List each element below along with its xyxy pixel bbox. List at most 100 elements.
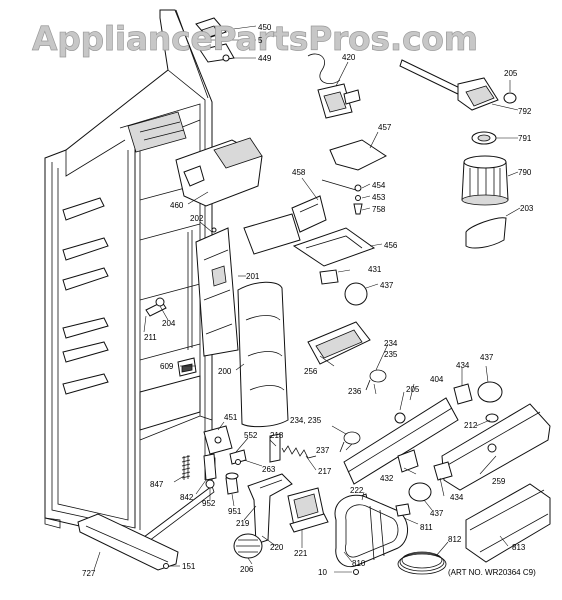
- callout-5: 5: [258, 36, 263, 45]
- callout-202: 202: [190, 214, 204, 223]
- plate-457: [329, 139, 387, 171]
- clip-237: [339, 431, 361, 453]
- filter-cartridge-790: [461, 155, 509, 206]
- callout-431: 431: [368, 265, 382, 274]
- screw-212: [485, 413, 499, 423]
- callout-951: 951: [228, 507, 242, 516]
- callout-437-top: 437: [380, 281, 394, 290]
- socket-434-lower: [433, 461, 453, 481]
- callout-234-top: 234: [384, 339, 398, 348]
- callout-263: 263: [262, 465, 276, 474]
- callout-236: 236: [348, 387, 362, 396]
- callout-labels: 450 5 449 420 205 792 791 790 203 457 45…: [82, 23, 536, 578]
- callout-204: 204: [162, 319, 176, 328]
- callout-727: 727: [82, 569, 96, 578]
- bulb-437-top: [344, 282, 368, 306]
- rail-202: [187, 227, 217, 350]
- parts-842-952: [203, 453, 239, 495]
- water-tubing-811: [334, 494, 411, 568]
- callout-450: 450: [258, 23, 272, 32]
- bracket-458: [291, 195, 327, 233]
- callout-758: 758: [372, 205, 386, 214]
- callout-222: 222: [350, 486, 364, 495]
- lever-220: [247, 473, 293, 545]
- callout-842: 842: [180, 493, 194, 502]
- callout-420: 420: [342, 53, 356, 62]
- drip-tray-256: [307, 321, 371, 365]
- clip-236: [365, 369, 387, 391]
- spring-217: [269, 433, 317, 463]
- callout-434-upper: 434: [456, 361, 470, 370]
- callout-200: 200: [218, 367, 232, 376]
- fitting-791: [471, 131, 497, 145]
- socket-432: [397, 449, 419, 473]
- callout-790: 790: [518, 168, 532, 177]
- callout-791: 791: [518, 134, 532, 143]
- callout-437-right: 437: [480, 353, 494, 362]
- callout-205-top: 205: [504, 69, 518, 78]
- callout-456: 456: [384, 241, 398, 250]
- callout-211: 211: [144, 333, 157, 342]
- light-cover-259: [441, 403, 551, 491]
- cover-813: [465, 483, 551, 563]
- light-housing-456: [292, 227, 376, 267]
- callout-453: 453: [372, 193, 386, 202]
- dispenser-door-200: [237, 281, 289, 428]
- art-number: (ART NO. WR20364 C9): [448, 568, 536, 577]
- auger-rod-792: [399, 59, 517, 111]
- shroud: [243, 213, 301, 255]
- fridge-cabinet: [44, 9, 216, 545]
- callout-458: 458: [292, 168, 306, 177]
- callout-201: 201: [246, 272, 260, 281]
- screw-set-454: [321, 179, 363, 215]
- callout-952: 952: [202, 499, 216, 508]
- spring-847: [181, 455, 191, 480]
- callout-812: 812: [448, 535, 462, 544]
- callout-235-top: 235: [384, 350, 398, 359]
- callout-221: 221: [294, 549, 308, 558]
- callout-792: 792: [518, 107, 532, 116]
- callout-217: 217: [318, 467, 332, 476]
- bulb-437-lower: [408, 482, 432, 502]
- callout-206: 206: [240, 565, 254, 574]
- leader-lines: [93, 25, 521, 573]
- callout-460: 460: [170, 201, 184, 210]
- callout-457: 457: [378, 123, 392, 132]
- callout-847: 847: [150, 480, 164, 489]
- cover-203: [465, 217, 507, 249]
- callout-151: 151: [182, 562, 196, 571]
- pin-204: [145, 297, 167, 317]
- callout-212: 212: [464, 421, 478, 430]
- callout-404: 404: [430, 375, 444, 384]
- watermark: AppliancePartsPros.com: [32, 19, 478, 58]
- callout-10: 10: [318, 568, 327, 577]
- callout-259: 259: [492, 477, 506, 486]
- panel-201: [195, 227, 239, 357]
- callout-811: 811: [420, 523, 433, 532]
- callout-813: 813: [512, 543, 526, 552]
- screw-10: [353, 569, 359, 575]
- duct-404: [343, 397, 459, 485]
- callout-609: 609: [160, 362, 174, 371]
- callout-454: 454: [372, 181, 386, 190]
- callout-552: 552: [244, 431, 258, 440]
- parts-263-552: [229, 449, 247, 465]
- bracket-451: [203, 425, 233, 455]
- control-420: [307, 53, 361, 119]
- trim-727: [77, 513, 179, 571]
- callout-203: 203: [520, 204, 534, 213]
- mount-bracket-450: [195, 17, 235, 63]
- coiled-tube-812: [397, 551, 447, 575]
- callout-218: 218: [270, 431, 284, 440]
- callout-434-lower: 434: [450, 493, 464, 502]
- callout-219: 219: [236, 519, 250, 528]
- dispenser-housing-460: [175, 137, 263, 207]
- paddle-221: [287, 487, 329, 533]
- callout-451: 451: [224, 413, 238, 422]
- bulb-437-right: [477, 381, 503, 403]
- callout-220: 220: [270, 543, 284, 552]
- callout-810: 810: [352, 559, 366, 568]
- callout-437-lower: 437: [430, 509, 444, 518]
- callout-449: 449: [258, 54, 272, 63]
